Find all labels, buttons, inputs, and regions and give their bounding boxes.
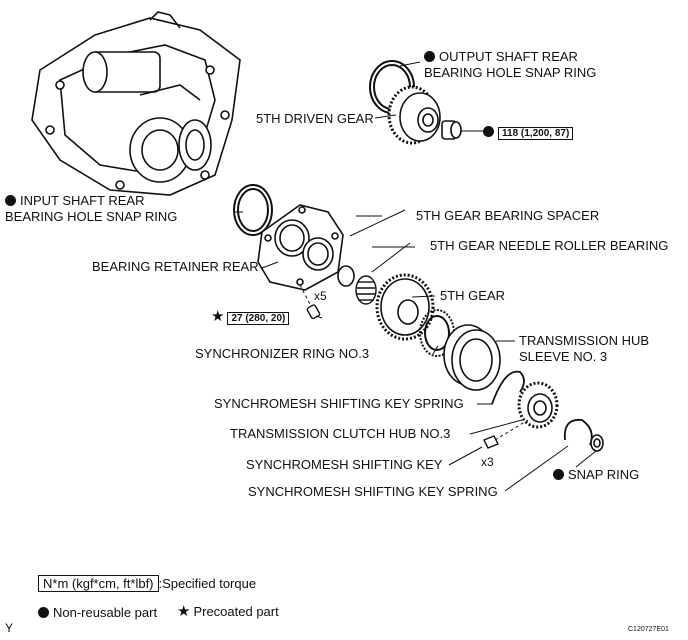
label-needle-roller-bearing: 5TH GEAR NEEDLE ROLLER BEARING xyxy=(430,238,669,253)
key-spring-upper xyxy=(491,370,525,405)
transmission-case xyxy=(31,11,241,196)
corner-mark: Y xyxy=(5,621,14,635)
input-shaft-snap-ring xyxy=(233,184,273,236)
shifting-key xyxy=(483,435,499,449)
retainer-bolt xyxy=(306,304,321,320)
hub-sleeve xyxy=(443,324,501,391)
key-spring-lower xyxy=(563,418,593,446)
legend-torque-unit: N*m (kgf*cm, ft*lbf) xyxy=(38,575,159,592)
non-reusable-dot-icon xyxy=(424,51,435,62)
label-fifth-gear: 5TH GEAR xyxy=(440,288,506,303)
qty-keys: x3 xyxy=(481,455,494,469)
label-torque-nut: 118 (1,200, 87) xyxy=(483,124,574,140)
label-synchronizer-ring: SYNCHRONIZER RING NO.3 xyxy=(195,346,370,361)
label-key-spring-upper: SYNCHROMESH SHIFTING KEY SPRING xyxy=(214,396,464,411)
torque-box-nut: 118 (1,200, 87) xyxy=(498,127,574,140)
lock-nut xyxy=(441,120,462,140)
label-clutch-hub: TRANSMISSION CLUTCH HUB NO.3 xyxy=(230,426,451,441)
qty-bolts: x5 xyxy=(314,289,327,303)
leader-lines xyxy=(235,61,597,492)
precoated-star-icon: ★ xyxy=(177,603,191,620)
label-torque-bolt: ★27 (280, 20) xyxy=(211,308,290,325)
label-fifth-driven-gear: 5TH DRIVEN GEAR xyxy=(256,111,374,126)
precoated-star-icon: ★ xyxy=(211,308,225,325)
snap-ring-part xyxy=(590,434,604,452)
fifth-gear xyxy=(375,273,435,341)
label-key-spring-lower: SYNCHROMESH SHIFTING KEY SPRING xyxy=(248,484,498,499)
legend-torque-desc: :Specified torque xyxy=(158,576,257,591)
figure-id: C120727E01 xyxy=(628,626,669,633)
label-hub-sleeve: TRANSMISSION HUB SLEEVE NO. 3 xyxy=(519,333,650,364)
non-reusable-dot-icon xyxy=(38,607,49,618)
fifth-driven-gear xyxy=(387,85,441,145)
label-snap-ring: SNAP RING xyxy=(553,467,639,483)
needle-roller-bearing xyxy=(355,275,377,305)
legend-precoated: ★Precoated part xyxy=(177,603,279,620)
legend-non-reusable: Non-reusable part xyxy=(38,605,157,621)
non-reusable-dot-icon xyxy=(5,195,16,206)
label-input-snap-ring: INPUT SHAFT REAR BEARING HOLE SNAP RING xyxy=(5,193,178,224)
non-reusable-dot-icon xyxy=(483,126,494,137)
label-fifth-gear-spacer: 5TH GEAR BEARING SPACER xyxy=(416,208,600,223)
legend-torque: N*m (kgf*cm, ft*lbf):Specified torque xyxy=(38,575,257,592)
non-reusable-dot-icon xyxy=(553,469,564,480)
label-bearing-retainer-rear: BEARING RETAINER REAR xyxy=(92,259,259,274)
clutch-hub xyxy=(517,381,559,429)
label-shifting-key: SYNCHROMESH SHIFTING KEY xyxy=(246,457,443,472)
torque-box-bolt: 27 (280, 20) xyxy=(227,312,290,325)
bearing-retainer-rear xyxy=(257,204,344,291)
label-output-snap-ring: OUTPUT SHAFT REAR BEARING HOLE SNAP RING xyxy=(424,49,597,80)
fifth-gear-bearing-spacer xyxy=(337,265,355,287)
